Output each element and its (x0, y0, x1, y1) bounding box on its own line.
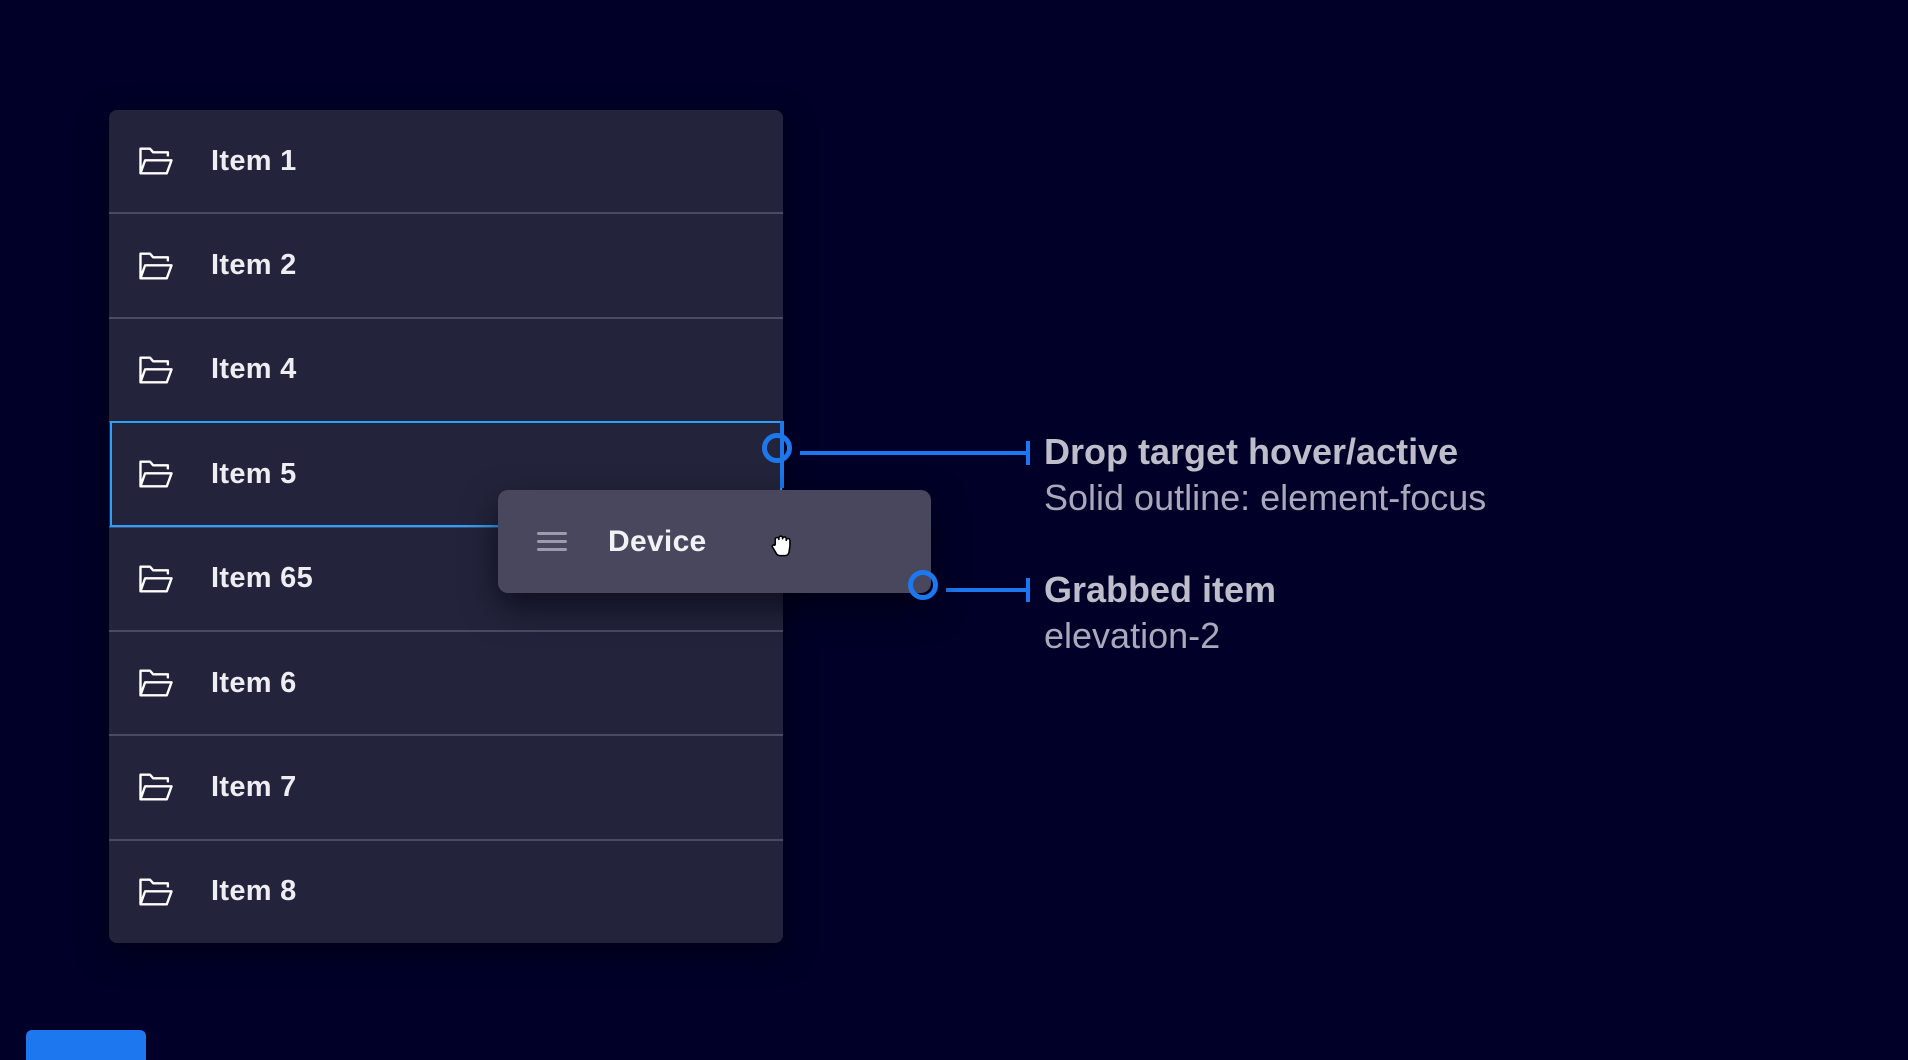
list-item-label: Item 8 (211, 875, 297, 908)
callout-title: Drop target hover/active (1044, 431, 1459, 472)
callout-subtitle: Solid outline: element-focus (1044, 477, 1487, 518)
list-item[interactable]: Item 4 (109, 316, 783, 421)
callout-title: Grabbed item (1044, 569, 1277, 610)
list-item[interactable]: Item 1 (109, 110, 783, 212)
list-item-label: Item 6 (211, 666, 297, 699)
list-item-label: Item 7 (211, 770, 297, 803)
folder-open-icon (139, 252, 173, 280)
folder-open-icon (139, 460, 173, 488)
drag-handle-icon[interactable] (537, 527, 567, 556)
list-item-label: Item 2 (211, 249, 297, 282)
callout-drop-target: Drop target hover/active Solid outline: … (1044, 429, 1486, 521)
folder-open-icon (139, 773, 173, 801)
grab-cursor-icon (771, 534, 791, 556)
list-item[interactable]: Item 8 (109, 838, 783, 943)
folder-open-icon (139, 669, 173, 697)
folder-open-icon (139, 878, 173, 906)
list-item-label: Item 4 (211, 353, 297, 386)
callout-circle (908, 570, 938, 600)
callout-end-tick (1026, 441, 1030, 465)
drag-card-label: Device (608, 524, 707, 558)
list-item-label: Item 65 (211, 562, 314, 595)
list-item-label: Item 1 (211, 144, 297, 177)
list-item[interactable]: Item 6 (109, 629, 783, 734)
callout-subtitle: elevation-2 (1044, 615, 1221, 656)
list-item-label: Item 5 (211, 457, 297, 490)
folder-open-icon (139, 356, 173, 384)
callout-grabbed-item: Grabbed item elevation-2 (1044, 567, 1276, 659)
callout-connector-line (946, 588, 1028, 592)
folder-open-icon (139, 147, 173, 175)
folder-open-icon (139, 565, 173, 593)
callout-circle (762, 433, 792, 463)
dragged-device-card[interactable]: Device (498, 490, 931, 593)
bottom-left-blue-chip (26, 1030, 146, 1060)
callout-end-tick (1026, 578, 1030, 602)
list-item[interactable]: Item 2 (109, 212, 783, 316)
list-item[interactable]: Item 7 (109, 734, 783, 838)
callout-connector-line (800, 451, 1028, 455)
